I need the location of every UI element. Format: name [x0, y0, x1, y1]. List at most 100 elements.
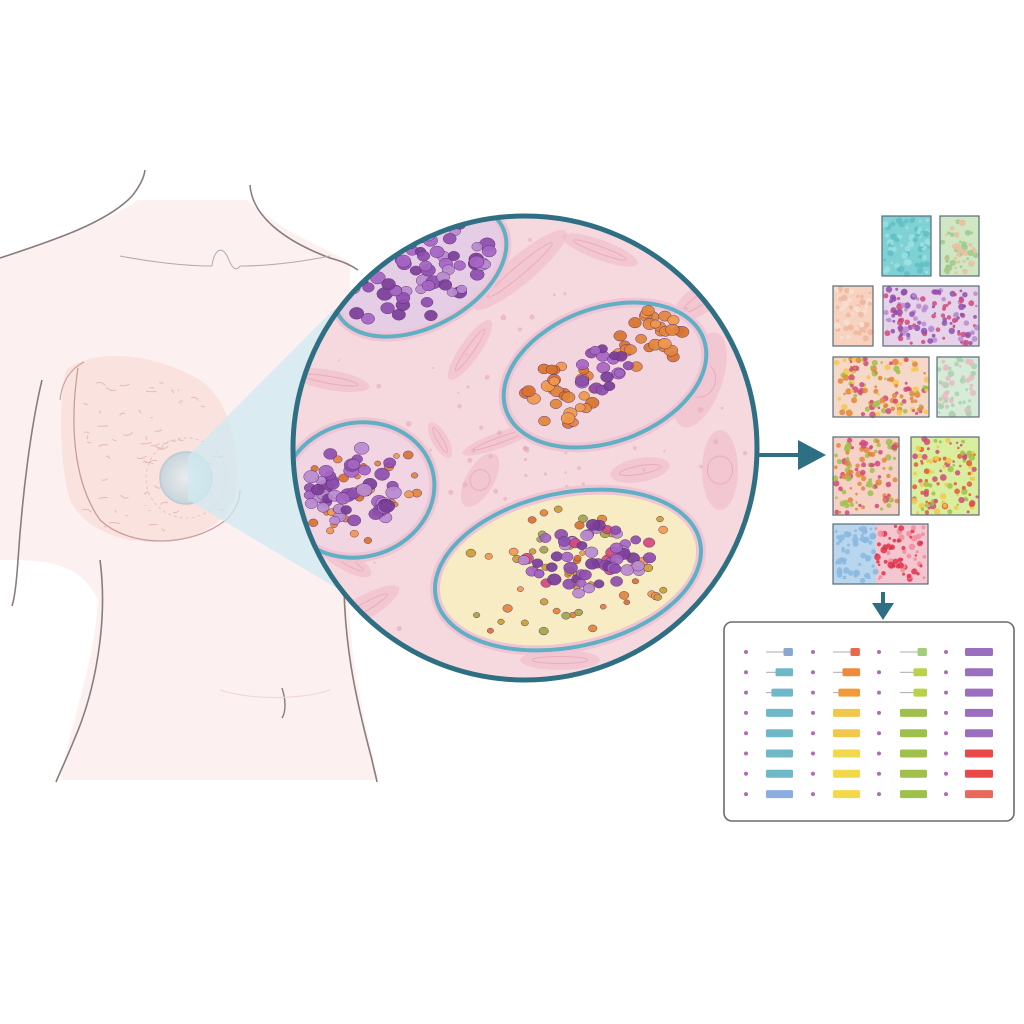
- panel-dot: [844, 460, 851, 467]
- panel-dot: [892, 558, 899, 565]
- panel-dot: [953, 231, 960, 238]
- panel-dot: [892, 398, 899, 404]
- cell: [362, 282, 375, 293]
- panel-dot: [899, 402, 904, 406]
- stroma-speck: [552, 293, 556, 297]
- panel-dot: [882, 221, 889, 228]
- cell: [456, 284, 468, 294]
- panel-dot: [837, 324, 842, 328]
- cell: [521, 385, 536, 398]
- panel-dot: [867, 328, 874, 336]
- legend-frame: [723, 621, 1015, 822]
- panel-dot: [933, 312, 937, 315]
- legend-bar: [965, 769, 993, 778]
- panel-dot: [854, 529, 857, 533]
- cell: [381, 278, 396, 291]
- panel-dot: [911, 568, 918, 575]
- panel-dot: [959, 377, 966, 384]
- cell: [468, 255, 485, 269]
- panel-dot: [944, 405, 948, 409]
- legend-bar: [965, 790, 993, 799]
- legend-bar: [766, 708, 793, 717]
- cell: [486, 627, 494, 634]
- panel-dot: [857, 481, 862, 486]
- panel-dot: [907, 240, 915, 248]
- cell: [562, 578, 576, 590]
- panel-dot: [863, 324, 869, 329]
- panel-dot: [859, 442, 863, 446]
- panel-dot: [967, 358, 974, 366]
- legend-dot: [744, 710, 748, 715]
- navel: [281, 687, 286, 719]
- panel-dot: [883, 403, 888, 409]
- panel-dot: [929, 327, 933, 332]
- stroma-speck: [720, 406, 724, 410]
- panel-dot: [965, 498, 969, 502]
- panel-dot: [954, 391, 960, 397]
- stroma-speck: [465, 353, 468, 356]
- panel-dot: [952, 463, 956, 467]
- panel-border: [881, 215, 932, 277]
- panel-dot: [863, 356, 868, 362]
- legend-dot: [744, 731, 748, 736]
- panel-dot: [920, 459, 924, 463]
- tissue-stroke: [97, 425, 109, 427]
- panel-dot: [923, 438, 931, 446]
- cell: [609, 563, 622, 574]
- stroma-speck: [467, 457, 473, 463]
- panel-dot: [849, 502, 854, 507]
- cell: [539, 509, 549, 517]
- panel-dot: [912, 453, 918, 460]
- panel-dot: [837, 378, 844, 384]
- legend-bar: [838, 688, 860, 697]
- stroma-speck: [484, 374, 490, 380]
- cell: [610, 525, 622, 535]
- panel-dot: [884, 364, 891, 371]
- panel-dot: [849, 469, 854, 475]
- panel-dot: [864, 306, 868, 310]
- panel-dot: [920, 507, 925, 512]
- panel-dot: [930, 501, 935, 506]
- panel-dot: [915, 533, 922, 540]
- panel-dot: [936, 482, 940, 486]
- panel-dot: [894, 263, 900, 269]
- panel-dot: [859, 294, 864, 299]
- legend-dot: [811, 650, 815, 654]
- panel-dot: [858, 321, 865, 328]
- panel-dot: [892, 538, 897, 543]
- panel-dot: [948, 398, 954, 404]
- panel-dot: [838, 289, 842, 293]
- panel-dot: [869, 467, 875, 474]
- panel-dot: [923, 371, 926, 375]
- panel-peach: [832, 285, 874, 347]
- cell: [429, 245, 445, 258]
- cell: [561, 551, 574, 562]
- panel-dot: [923, 468, 930, 475]
- panel-dot: [945, 303, 949, 307]
- panel-dot: [956, 316, 960, 320]
- panel-dot: [914, 262, 920, 268]
- cell: [421, 280, 436, 292]
- panel-dot: [964, 229, 971, 236]
- panel-dot: [966, 257, 970, 261]
- panel-dot: [940, 313, 946, 318]
- panel-dot: [896, 538, 901, 543]
- panel-dot: [883, 258, 886, 262]
- panel-dot: [871, 549, 876, 555]
- cell: [318, 464, 334, 478]
- panel-dot: [870, 452, 876, 457]
- stroma-speck: [457, 404, 462, 409]
- stroma-fiber-line: [706, 455, 734, 485]
- panel-dot: [901, 545, 906, 551]
- legend-bar: [766, 769, 793, 778]
- panel-dot: [932, 301, 937, 306]
- panel-dot: [921, 525, 926, 530]
- duct-left: [293, 417, 440, 563]
- panel-dot: [945, 390, 950, 394]
- panel-dot: [918, 502, 925, 509]
- panel-dot: [923, 481, 930, 487]
- panel-dot: [962, 400, 966, 404]
- panel-dot: [886, 377, 891, 382]
- left-side-outline: [11, 379, 43, 607]
- stroma-fiber-line: [531, 656, 589, 664]
